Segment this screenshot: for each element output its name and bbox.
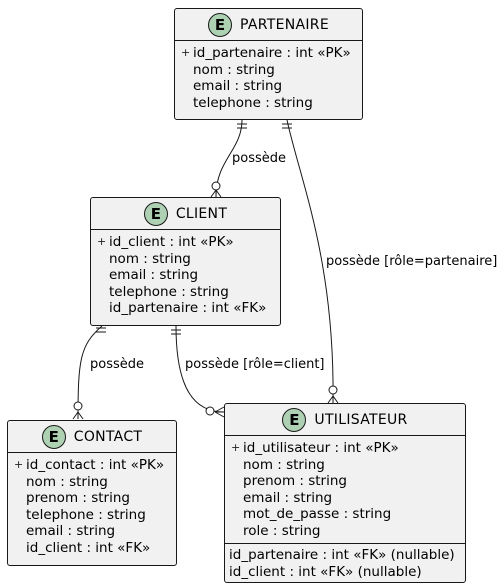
attribute: telephone : string	[26, 506, 146, 523]
entity-client[interactable]: E CLIENT +id_client : int «PK» nom : str…	[90, 197, 281, 326]
attribute: email : string	[26, 523, 116, 539]
relation-client-contact-label: possède	[90, 357, 144, 372]
attribute-list: +id_contact : int «PK» nom : string pren…	[8, 453, 176, 560]
entity-title: CONTACT	[73, 428, 143, 445]
entity-badge-icon: E	[208, 12, 232, 37]
attribute: prenom : string	[243, 473, 347, 489]
attribute: nom : string	[26, 473, 108, 490]
attribute: telephone : string	[193, 94, 313, 111]
entity-title: PARTENAIRE	[240, 16, 329, 33]
entity-partenaire[interactable]: E PARTENAIRE +id_partenaire : int «PK» n…	[174, 8, 363, 120]
attribute: nom : string	[243, 456, 325, 473]
attribute: nom : string	[109, 250, 191, 267]
attribute: id_client : int «FK»	[26, 539, 151, 556]
attribute: email : string	[193, 78, 283, 94]
entity-header: E CONTACT	[8, 421, 176, 453]
entity-badge-icon: E	[143, 201, 168, 226]
attribute: prenom : string	[26, 490, 130, 506]
entity-title: UTILISATEUR	[314, 411, 408, 428]
attribute: email : string	[109, 267, 199, 283]
section-divider	[225, 543, 465, 544]
entity-header: E CLIENT	[91, 198, 280, 230]
attribute: +id_utilisateur : int «PK»	[231, 440, 399, 456]
attribute: email : string	[243, 489, 333, 506]
attribute: id_client : int «FK» (nullable)	[229, 563, 422, 580]
entity-badge-icon: E	[41, 424, 66, 449]
entity-badge-icon: E	[282, 407, 307, 432]
attribute-list: +id_utilisateur : int «PK» nom : string …	[225, 436, 465, 543]
entity-utilisateur[interactable]: E UTILISATEUR +id_utilisateur : int «PK»…	[224, 403, 466, 583]
attribute: +id_client : int «PK»	[97, 234, 234, 250]
relation-client-utilisateur-label: possède [rôle=client]	[185, 357, 325, 372]
entity-contact[interactable]: E CONTACT +id_contact : int «PK» nom : s…	[7, 420, 177, 566]
entity-header: E UTILISATEUR	[225, 404, 465, 436]
attribute: id_partenaire : int «FK»	[109, 300, 267, 316]
attribute: +id_partenaire : int «PK»	[181, 45, 351, 61]
attribute: id_partenaire : int «FK» (nullable)	[229, 547, 455, 563]
relation-partenaire-client-label: possède	[232, 151, 286, 166]
attribute: telephone : string	[109, 283, 229, 300]
relation-client-utilisateur-line	[175, 325, 225, 413]
attribute-list: +id_partenaire : int «PK» nom : string e…	[175, 41, 362, 115]
attribute: role : string	[243, 522, 321, 539]
entity-title: CLIENT	[175, 205, 228, 222]
attribute-list: +id_client : int «PK» nom : string email…	[91, 230, 280, 321]
foreign-key-list: id_partenaire : int «FK» (nullable) id_c…	[225, 544, 465, 583]
entity-header: E PARTENAIRE	[175, 9, 362, 41]
relation-partenaire-utilisateur-line	[286, 119, 334, 404]
attribute: +id_contact : int «PK»	[14, 457, 165, 473]
relation-partenaire-utilisateur-label: possède [rôle=partenaire]	[326, 254, 498, 269]
attribute: nom : string	[193, 61, 275, 78]
attribute: mot_de_passe : string	[243, 506, 392, 522]
